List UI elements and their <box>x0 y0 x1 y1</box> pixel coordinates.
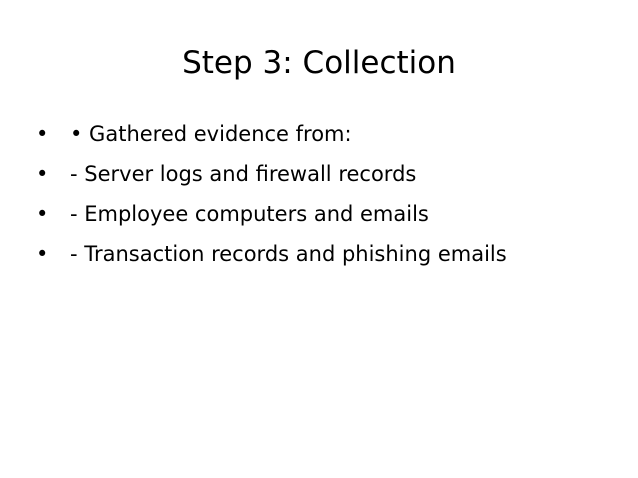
list-item-text: - Server logs and firewall records <box>70 162 417 186</box>
bullet-icon: • <box>36 202 49 226</box>
list-item: • - Server logs and firewall records <box>36 154 626 194</box>
list-item-text: - Employee computers and emails <box>70 202 429 226</box>
slide-title: Step 3: Collection <box>182 45 456 81</box>
bullet-icon: • <box>36 162 49 186</box>
list-item-text: • Gathered evidence from: <box>70 122 352 146</box>
bullet-icon: • <box>36 122 49 146</box>
list-item: • - Employee computers and emails <box>36 194 626 234</box>
bullet-icon: • <box>36 242 49 266</box>
list-item: • • Gathered evidence from: <box>36 114 626 154</box>
list-item-text: - Transaction records and phishing email… <box>70 242 507 266</box>
list-item: • - Transaction records and phishing ema… <box>36 234 626 274</box>
bullet-list: • • Gathered evidence from: • - Server l… <box>36 114 626 274</box>
